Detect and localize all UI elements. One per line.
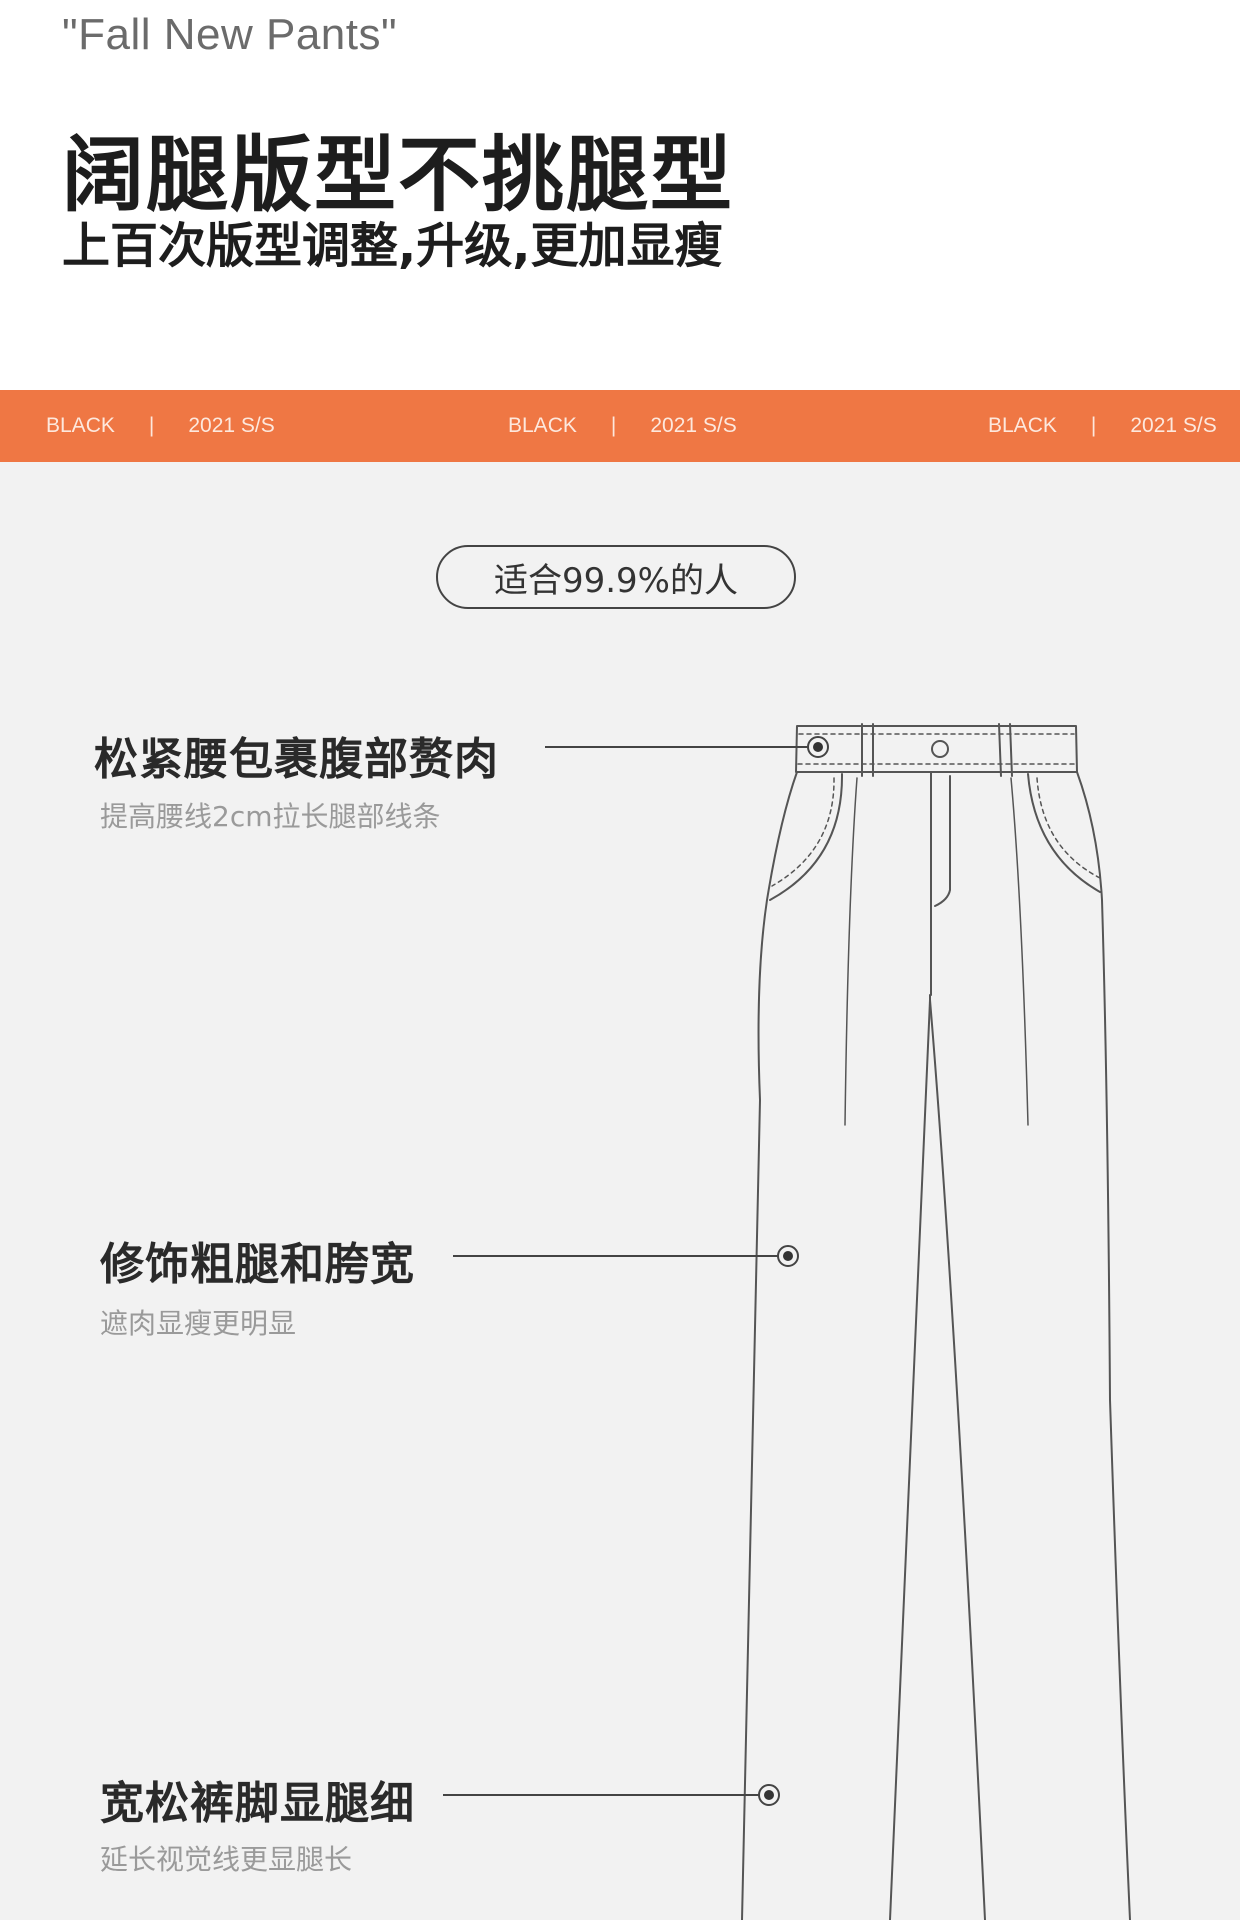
left-pocket [769, 773, 844, 901]
feature-title: 修饰粗腿和胯宽 [100, 1239, 415, 1290]
fly-stitch [934, 775, 951, 907]
band-group: BLACK | 2021 S/S [46, 390, 275, 462]
band-group: BLACK | 2021 S/S [508, 390, 737, 462]
left-pocket-stitch [771, 777, 835, 887]
headline: 阔腿版型不挑腿型 [62, 128, 735, 223]
belt-loop [998, 723, 1013, 777]
belt-loop [861, 723, 874, 777]
feature-title: 宽松裤脚显腿细 [100, 1778, 415, 1829]
band-color-label: BLACK [508, 414, 577, 437]
inseam-left [889, 999, 931, 1920]
band-separator: | [1090, 414, 1097, 437]
subheadline: 上百次版型调整,升级,更加显瘦 [62, 218, 723, 274]
band-color-label: BLACK [46, 414, 115, 437]
inseam-right [929, 999, 986, 1920]
fit-badge: 适合99.9%的人 [436, 545, 796, 609]
orange-info-band: BLACK | 2021 S/S BLACK | 2021 S/S BLACK … [0, 390, 1240, 462]
feature-description: 遮肉显瘦更明显 [100, 1307, 297, 1340]
band-season-label: 2021 S/S [650, 414, 737, 437]
callout-dot-core [783, 1251, 793, 1261]
feature-description: 延长视觉线更显腿长 [100, 1843, 353, 1876]
pleat-crease [1010, 777, 1029, 1126]
band-separator: | [148, 414, 155, 437]
feature-title: 松紧腰包裹腹部赘肉 [94, 734, 499, 785]
pleat-crease [844, 777, 858, 1126]
band-group: BLACK | 2021 S/S [988, 390, 1217, 462]
band-color-label: BLACK [988, 414, 1057, 437]
waist-button [931, 740, 949, 758]
right-leg-outline [1076, 771, 1131, 1920]
right-pocket-stitch [1036, 777, 1101, 879]
right-pocket [1027, 773, 1101, 893]
eyebrow-text: "Fall New Pants" [62, 10, 398, 59]
callout-dot-core [764, 1790, 774, 1800]
left-leg-outline [741, 771, 798, 1920]
header-section: "Fall New Pants" 阔腿版型不挑腿型 上百次版型调整,升级,更加显… [0, 0, 1240, 390]
band-season-label: 2021 S/S [188, 414, 275, 437]
callout-dot-core [813, 742, 823, 752]
band-season-label: 2021 S/S [1130, 414, 1217, 437]
feature-panel [0, 462, 1240, 1920]
feature-description: 提高腰线2cm拉长腿部线条 [100, 800, 441, 833]
band-separator: | [610, 414, 617, 437]
